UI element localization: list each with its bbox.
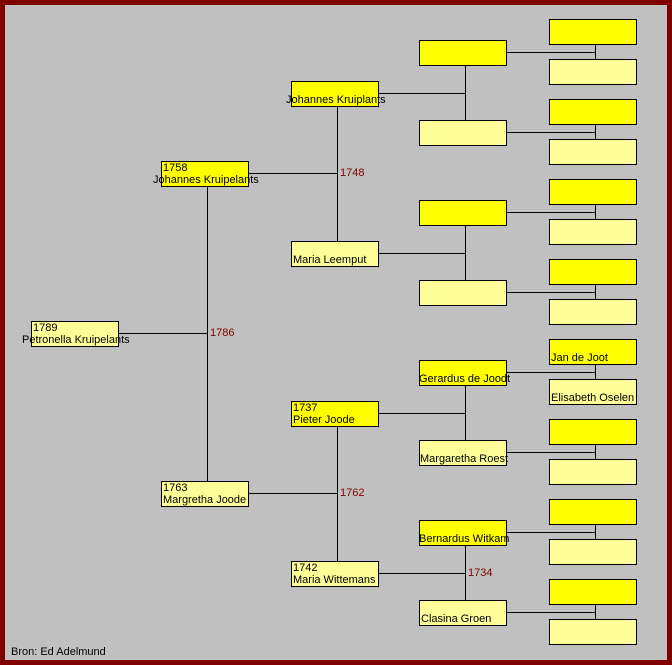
connector-line	[595, 365, 596, 379]
connector-line	[465, 66, 466, 120]
person-box[interactable]	[549, 99, 637, 125]
connector-line	[249, 493, 337, 494]
connector-line	[465, 386, 466, 440]
person-box[interactable]	[549, 179, 637, 205]
connector-line	[379, 93, 465, 94]
person-box[interactable]	[549, 19, 637, 45]
person-box[interactable]: Jan de Joot	[549, 339, 637, 365]
person-box[interactable]	[549, 419, 637, 445]
person-name: Bernardus Witkam	[419, 533, 510, 545]
person-box[interactable]	[549, 619, 637, 645]
connector-line	[507, 372, 595, 373]
connector-line	[595, 125, 596, 139]
connector-line	[595, 605, 596, 619]
marriage-year: 1786	[210, 327, 235, 339]
marriage-year: 1748	[340, 167, 365, 179]
connector-line	[507, 532, 595, 533]
person-box[interactable]	[549, 299, 637, 325]
connector-line	[379, 413, 465, 414]
connector-line	[507, 612, 595, 613]
connector-line	[595, 525, 596, 539]
person-year: 1758	[163, 162, 188, 174]
person-year: 1737	[293, 402, 318, 414]
person-name: Pieter Joode	[293, 414, 355, 426]
person-box[interactable]	[419, 280, 507, 306]
person-name: Johannes Kruiplants	[286, 94, 386, 106]
marriage-year: 1734	[468, 567, 493, 579]
person-name: Maria Wittemans	[293, 574, 376, 586]
connector-line	[595, 45, 596, 59]
person-name: Clasina Groen	[421, 613, 492, 625]
connector-line	[337, 427, 338, 561]
person-box[interactable]	[419, 120, 507, 146]
connector-line	[379, 253, 465, 254]
person-name: Maria Leemput	[293, 254, 367, 266]
person-year: 1789	[33, 322, 58, 334]
person-box[interactable]: Clasina Groen	[419, 600, 507, 626]
connector-line	[465, 546, 466, 600]
person-box[interactable]	[419, 40, 507, 66]
connector-line	[595, 285, 596, 299]
person-box[interactable]	[549, 259, 637, 285]
person-box[interactable]	[549, 499, 637, 525]
person-box[interactable]: Maria Leemput	[291, 241, 379, 267]
person-name: Margaretha Roest	[420, 453, 509, 465]
person-name: Johannes Kruipelants	[153, 174, 259, 186]
person-name: Margretha Joode	[163, 494, 247, 506]
connector-line	[249, 173, 337, 174]
person-box[interactable]: Gerardus de Joodt	[419, 360, 511, 386]
connector-line	[507, 212, 595, 213]
marriage-year: 1762	[340, 487, 365, 499]
source-credit: Bron: Ed Adelmund	[11, 646, 106, 658]
person-box[interactable]: Johannes Kruiplants	[286, 81, 386, 107]
connector-line	[507, 52, 595, 53]
connector-line	[507, 132, 595, 133]
person-year: 1763	[163, 482, 188, 494]
connector-line	[507, 452, 595, 453]
person-box[interactable]	[549, 139, 637, 165]
person-box[interactable]	[549, 59, 637, 85]
person-name: Jan de Joot	[551, 352, 608, 364]
person-box[interactable]: Bernardus Witkam	[419, 520, 510, 546]
person-name: Elisabeth Oselen	[551, 392, 635, 404]
person-box[interactable]	[549, 579, 637, 605]
connector-line	[207, 187, 208, 481]
person-name: Gerardus de Joodt	[419, 373, 511, 385]
connector-line	[379, 573, 465, 574]
connector-line	[595, 205, 596, 219]
connector-line	[507, 292, 595, 293]
person-name: Petronella Kruipelants	[22, 334, 130, 346]
connector-line	[119, 333, 207, 334]
person-box[interactable]	[549, 539, 637, 565]
connector-line	[337, 107, 338, 241]
connector-line	[465, 226, 466, 280]
person-box[interactable]	[549, 459, 637, 485]
person-box[interactable]: Elisabeth Oselen	[549, 379, 637, 405]
person-box[interactable]	[549, 219, 637, 245]
connector-line	[595, 445, 596, 459]
person-box[interactable]: Margaretha Roest	[419, 440, 509, 466]
person-year: 1742	[293, 562, 318, 574]
person-box[interactable]	[419, 200, 507, 226]
